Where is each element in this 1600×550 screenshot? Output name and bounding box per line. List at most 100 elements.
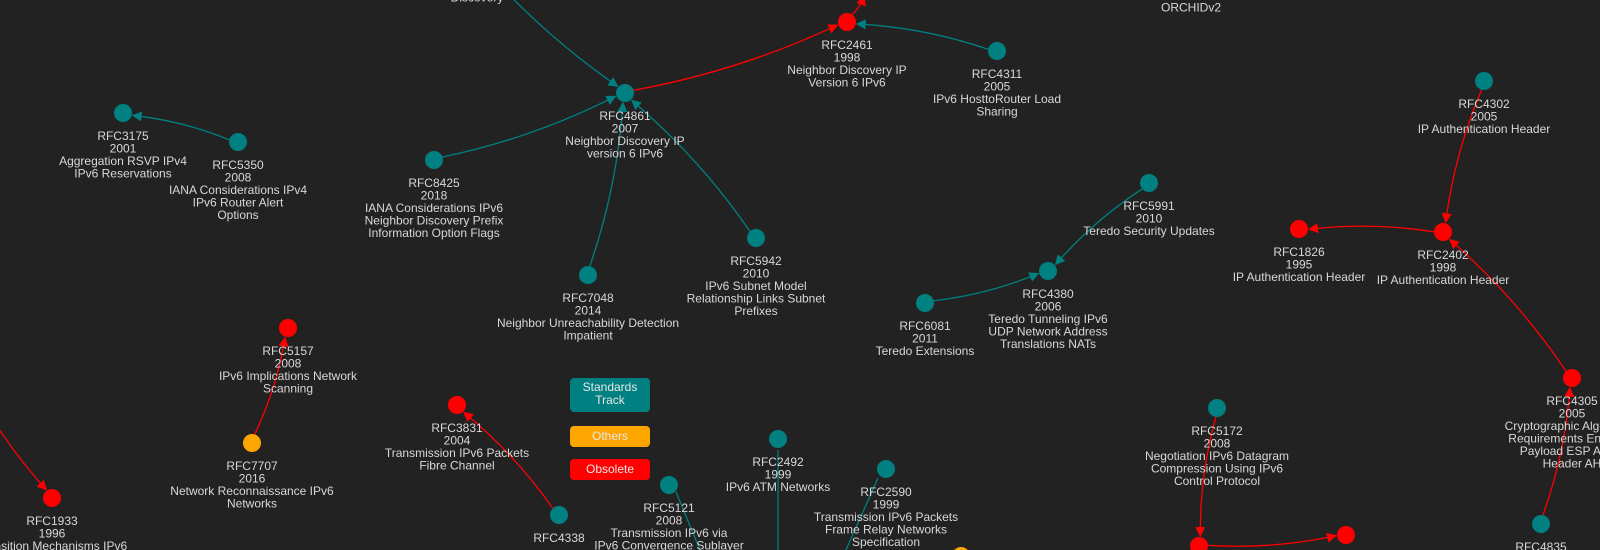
legend-obsolete-label: Obsolete [585, 462, 635, 476]
node-rfc7048[interactable] [579, 266, 597, 284]
label-rfc5991-line: Teredo Security Updates [1083, 224, 1214, 238]
label-rfc4311-line: IPv6 HosttoRouter Load [933, 92, 1061, 106]
node-rfc4380[interactable] [1039, 262, 1057, 280]
node-rfc5172[interactable] [1208, 399, 1226, 417]
legend-obsolete[interactable]: Obsolete [570, 459, 650, 480]
label-rfc5121-line: RFC5121 [643, 501, 695, 515]
label-rfc4305-line: Payload ESP Authe [1520, 444, 1600, 458]
label-rfc5991-line: RFC5991 [1123, 199, 1175, 213]
edge-rfc5991-rfc4380 [1054, 188, 1143, 266]
node-rfc4302[interactable] [1475, 72, 1493, 90]
node-rfc6081[interactable] [916, 294, 934, 312]
node-rfc1933[interactable] [43, 489, 61, 507]
label-rfc1826-line: RFC1826 [1273, 245, 1325, 259]
label-rfc4305-line: Header AH [1543, 457, 1600, 471]
label-rfc5350-line: IPv6 Router Alert [193, 196, 284, 210]
label-rfc5942-line: RFC5942 [730, 254, 782, 268]
node-rfc2590[interactable] [877, 460, 895, 478]
edge-rfc6980-rfc4861 [513, 0, 619, 87]
label-rfc2492-line: RFC2492 [752, 455, 804, 469]
label-rfc6081-line: Teredo Extensions [876, 344, 975, 358]
label-rfc1933-line: Transition Mechanisms IPv6 [0, 539, 127, 550]
node-rfc5350[interactable] [229, 133, 247, 151]
edge-rfc2472-rfc2023 [1207, 532, 1338, 547]
label-rfc7048-line: Impatient [563, 329, 613, 343]
label-rfc3175-line: RFC3175 [97, 129, 149, 143]
edge-rfc7048-rfc4861 [589, 101, 628, 267]
label-rfc5172-line: RFC5172 [1191, 424, 1243, 438]
label-rfc4311-line: RFC4311 [972, 67, 1023, 81]
edge-rfc4305-rfc2402 [1448, 238, 1567, 372]
edge-rfc4861-rfc2461 [633, 24, 839, 91]
label-rfc7707-line: RFC7707 [226, 459, 278, 473]
label-rfc7048-line: 2014 [575, 304, 602, 318]
label-rfc5121-line: 2008 [656, 514, 683, 528]
edge-rfc4338-rfc3831 [463, 411, 554, 509]
node-rfc3175[interactable] [114, 104, 132, 122]
label-rfc5942-line: Relationship Links Subnet [687, 292, 826, 306]
label-rfc4861-line: version 6 IPv6 [587, 147, 663, 161]
label-rfc5942-line: IPv6 Subnet Model [705, 279, 806, 293]
label-rfc3831-line: Transmission IPv6 Packets [385, 446, 529, 460]
node-rfc3831[interactable] [448, 396, 466, 414]
label-rfc1933: RFC19331996Transition Mechanisms IPv6 [0, 514, 127, 550]
node-rfc5121[interactable] [660, 476, 678, 494]
label-rfc3175-line: IPv6 Reservations [74, 167, 171, 181]
label-rfc3831-line: 2004 [444, 434, 471, 448]
node-rfc2472[interactable] [1190, 537, 1208, 550]
node-rfc5157[interactable] [279, 319, 297, 337]
label-rfc4380-line: 2006 [1035, 300, 1062, 314]
label-orchid-line: Identifiers ORCHID [1242, 0, 1345, 2]
node-rfc2402[interactable] [1434, 223, 1452, 241]
node-bottom-other[interactable] [952, 547, 970, 550]
label-rfc6081-line: RFC6081 [899, 319, 951, 333]
label-rfc7048-line: RFC7048 [562, 291, 614, 305]
label-rfc7707-line: Network Reconnaissance IPv6 [170, 484, 334, 498]
label-rfc4305-line: Cryptographic Algorithm I [1505, 419, 1600, 433]
legend-others[interactable]: Others [570, 426, 650, 447]
node-rfc2461[interactable] [838, 13, 856, 31]
node-rfc2023[interactable] [1337, 526, 1355, 544]
node-rfc4338[interactable] [550, 506, 568, 524]
node-rfc2492[interactable] [769, 430, 787, 448]
label-rfc8425-line: Neighbor Discovery Prefix [365, 214, 504, 228]
label-rfc4305-line: RFC4305 [1546, 394, 1598, 408]
label-rfc4861-line: Neighbor Discovery IP [565, 134, 684, 148]
node-rfc4835[interactable] [1532, 515, 1550, 533]
node-rfc4311[interactable] [988, 42, 1006, 60]
edge-rfc4302-rfc2402 [1441, 89, 1483, 224]
label-rfc7707-line: 2016 [239, 472, 266, 486]
label-rfc2590-line: Transmission IPv6 Packets [814, 510, 958, 524]
label-rfc5121-line: Transmission IPv6 via [611, 526, 728, 540]
node-rfc5942[interactable] [747, 229, 765, 247]
node-rfc8425[interactable] [425, 151, 443, 169]
label-rfc2492-line: 1999 [765, 468, 792, 482]
label-rfc3831-line: RFC3831 [431, 421, 483, 435]
label-rfc3831-line: Fibre Channel [419, 459, 494, 473]
node-rfc7707[interactable] [243, 434, 261, 452]
label-rfc4861-line: RFC4861 [599, 109, 651, 123]
edge-rfc5121-down [675, 491, 701, 550]
label-orchidv2: IPv6 Prefix OverlayRoutable Cryptographi… [1112, 0, 1269, 15]
label-rfc7707-line: Networks [227, 497, 277, 511]
node-rfc1826[interactable] [1290, 220, 1308, 238]
label-orchid: IPv6 Prefix OverlayRoutable Cryptographi… [1214, 0, 1371, 2]
node-rfc4861[interactable] [616, 84, 634, 102]
edge-rfc2590-down [845, 477, 879, 550]
label-rfc5942-line: Prefixes [734, 304, 777, 318]
node-rfc4305[interactable] [1563, 369, 1581, 387]
node-rfc5991[interactable] [1140, 174, 1158, 192]
label-rfc2402-line: 1998 [1430, 261, 1457, 275]
legend-standards-track[interactable]: Standards Track [570, 378, 650, 412]
